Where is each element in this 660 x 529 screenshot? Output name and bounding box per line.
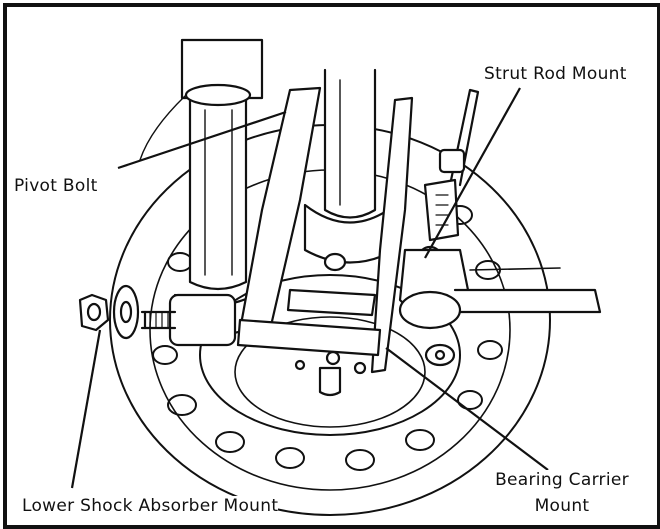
leader-bearing-carrier: [385, 347, 549, 471]
leader-lower-shock: [70, 329, 102, 489]
lower-shock-absorber-mount-label: Lower Shock Absorber Mount: [22, 496, 279, 516]
leader-pivot-bolt: [117, 110, 287, 170]
strut-tube: [303, 68, 397, 272]
strut-rod-assembly: [398, 88, 602, 367]
pivot-bolt-label: Pivot Bolt: [14, 176, 98, 196]
leader-strut-rod: [424, 87, 521, 259]
bearing-carrier: [236, 86, 414, 397]
hub: [199, 274, 461, 436]
lower-shock-mount: [78, 284, 237, 347]
bearing-carrier-label-line2: Mount: [486, 496, 638, 516]
bearing-carrier-label-line1: Bearing Carrier: [486, 470, 638, 490]
strut-rod-mount-label: Strut Rod Mount: [484, 64, 627, 84]
